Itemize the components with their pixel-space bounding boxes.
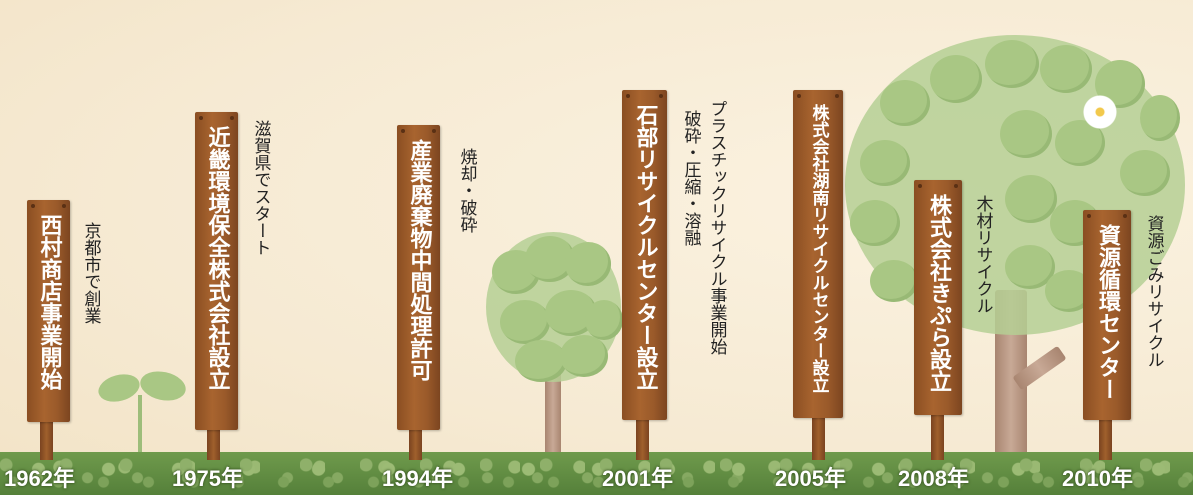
- year-label: 2008年: [898, 466, 969, 491]
- milestone-description: 焼却・破砕: [456, 148, 477, 233]
- year-label: 1994年: [382, 466, 453, 491]
- sign-label: 西村商店事業開始: [36, 214, 62, 390]
- sign-post-1962: 西村商店事業開始: [27, 200, 70, 422]
- sign-label: 株式会社きぷら設立: [926, 194, 951, 392]
- sign-stake: [40, 410, 53, 460]
- sign-stake: [409, 420, 422, 460]
- sign-post-2010: 資源循環センター: [1083, 210, 1131, 420]
- sign-label: 資源循環センター: [1095, 224, 1120, 400]
- year-label: 1962年: [4, 466, 75, 491]
- year-label: 1975年: [172, 466, 243, 491]
- milestone-description: 木材リサイクル: [972, 195, 993, 314]
- milestone-description: 滋賀県でスタート: [250, 120, 271, 256]
- sign-post-2001: 石部リサイクルセンター設立: [622, 90, 667, 420]
- milestone-description: 破砕・圧縮・溶融: [680, 110, 701, 246]
- sign-post-1994: 産業廃棄物中間処理許可: [397, 125, 440, 430]
- milestone-description: プラスチックリサイクル事業開始: [706, 100, 727, 355]
- sign-post-1975: 近畿環境保全株式会社設立: [195, 112, 238, 430]
- sign-label: 産業廃棄物中間処理許可: [406, 139, 432, 381]
- sign-stake: [931, 405, 944, 460]
- milestone-description: 資源ごみリサイクル: [1143, 215, 1164, 368]
- sign-label: 株式会社湖南リサイクルセンター設立: [808, 104, 829, 393]
- sign-post-2008: 株式会社きぷら設立: [914, 180, 962, 415]
- year-label: 2001年: [602, 466, 673, 491]
- flower-icon: [1083, 95, 1117, 129]
- ground: [0, 452, 1193, 495]
- sign-post-2005: 株式会社湖南リサイクルセンター設立: [793, 90, 843, 418]
- sign-stake: [812, 410, 825, 460]
- year-label: 2005年: [775, 466, 846, 491]
- sign-stake: [1099, 410, 1112, 460]
- sign-label: 石部リサイクルセンター設立: [632, 104, 658, 390]
- sign-stake: [636, 410, 649, 460]
- milestone-description: 京都市で創業: [80, 222, 101, 324]
- sign-stake: [207, 420, 220, 460]
- sign-label: 近畿環境保全株式会社設立: [204, 126, 230, 390]
- year-label: 2010年: [1062, 466, 1133, 491]
